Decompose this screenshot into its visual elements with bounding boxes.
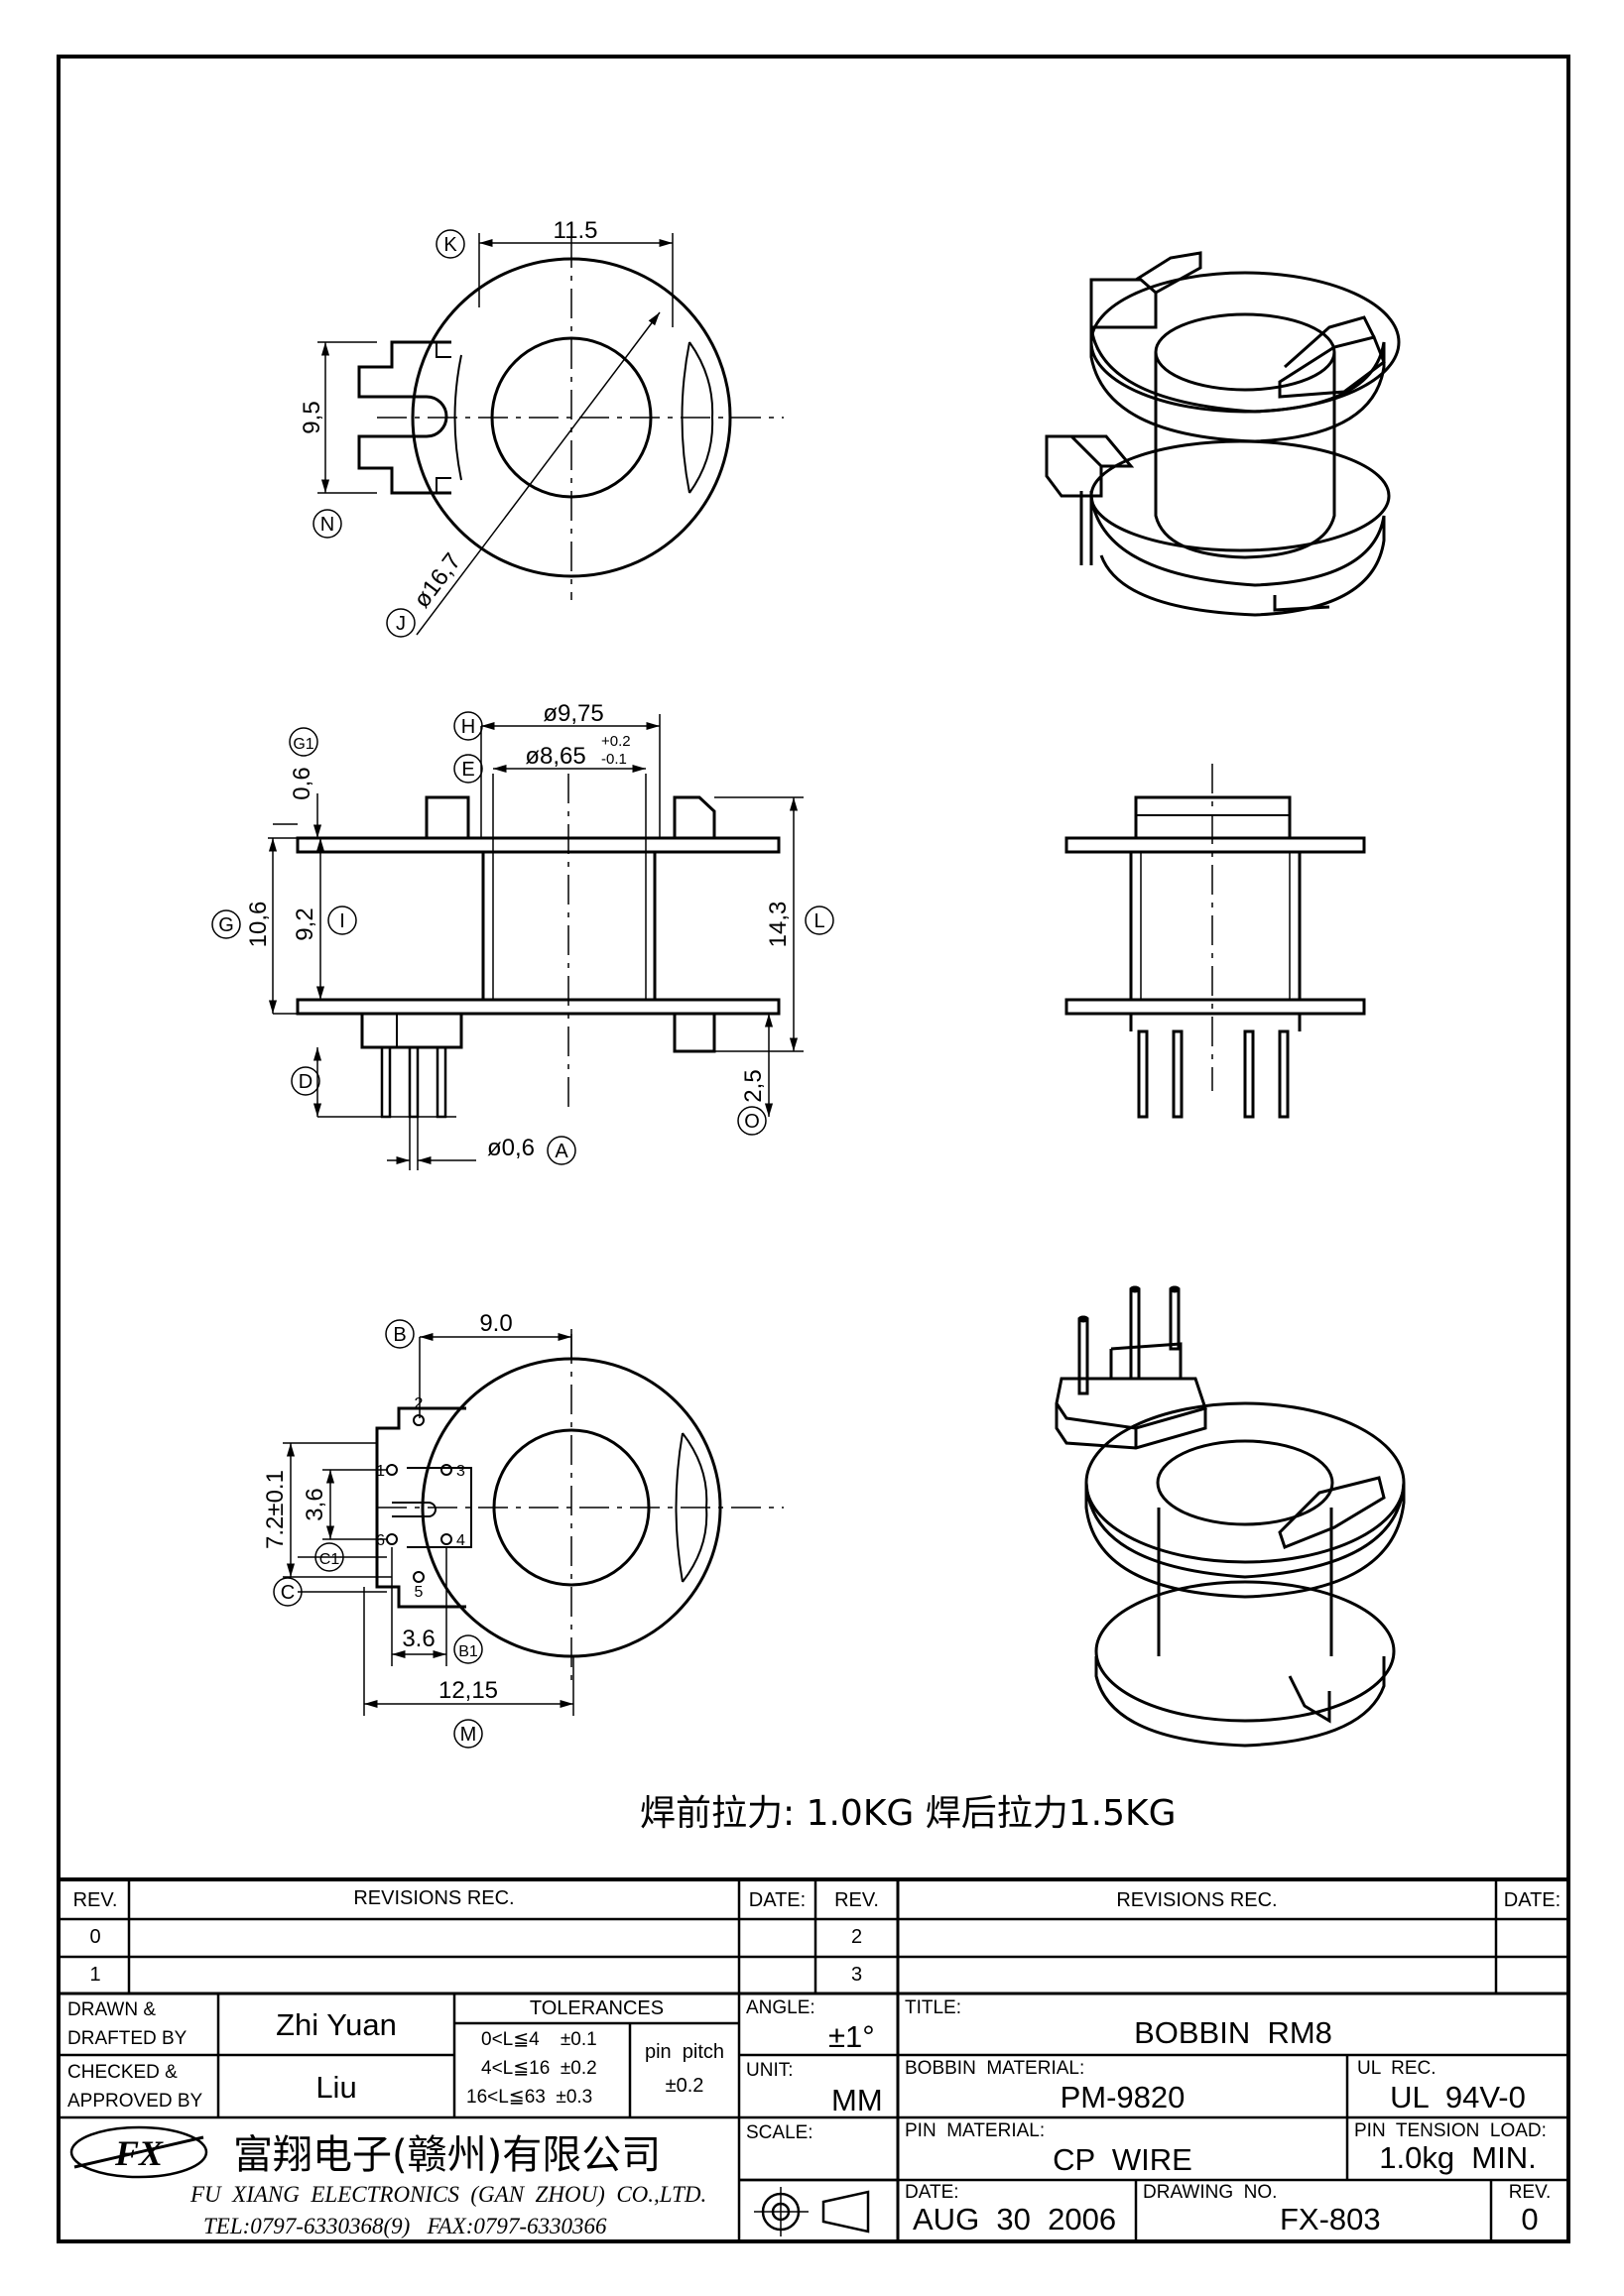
- top-height-dim: 9,5: [299, 401, 325, 433]
- iso-view-bottom: [1055, 1285, 1406, 1748]
- top-width-dim: 11.5: [554, 217, 598, 244]
- tag-o: O: [744, 1111, 760, 1133]
- tag-i: I: [339, 910, 345, 932]
- pin-1: 1: [376, 1463, 385, 1480]
- tag-k: K: [443, 234, 457, 256]
- tag-g: G: [218, 914, 234, 936]
- sheet-border: [57, 55, 1570, 2243]
- title-block-grid: [59, 1877, 1568, 2241]
- tag-e: E: [461, 759, 474, 781]
- iso-view-top: [1045, 251, 1401, 617]
- bottom-view: [273, 1319, 784, 1749]
- logo-mark: FX: [114, 2133, 164, 2173]
- tag-b: B: [393, 1324, 406, 1346]
- front-tol-up: +0.2: [601, 733, 631, 750]
- tag-c: C: [281, 1582, 295, 1604]
- front-pin-diameter: ø0,6: [487, 1135, 535, 1161]
- front-inner-diameter: ø8,65: [525, 743, 585, 770]
- tag-m: M: [460, 1724, 477, 1746]
- tag-g1: G1: [293, 736, 313, 753]
- front-inner-height: 9,2: [292, 907, 318, 940]
- tag-b1: B1: [458, 1643, 478, 1660]
- bottom-pitch-horizontal: 3.6: [402, 1626, 435, 1652]
- tension-note: 焊前拉力: 1.0KG 焊后拉力1.5KG: [640, 1793, 1177, 1834]
- pin-6: 6: [376, 1532, 385, 1549]
- bottom-width-dim: 9.0: [479, 1310, 512, 1337]
- pin-3: 3: [456, 1463, 465, 1480]
- pin-2: 2: [415, 1395, 424, 1412]
- company-logo: FX: [69, 2125, 208, 2179]
- front-total-height: 10,6: [245, 902, 272, 948]
- front-overall-height: 14,3: [765, 902, 792, 948]
- tag-c1: C1: [319, 1551, 340, 1568]
- bottom-pitch-dim: 3,6: [302, 1488, 328, 1520]
- front-flange-thickness: 0,6: [289, 767, 315, 799]
- front-view: [211, 711, 834, 1170]
- tag-l: L: [813, 910, 824, 932]
- pin-4: 4: [456, 1532, 465, 1549]
- tag-d: D: [299, 1071, 312, 1093]
- bottom-row-dim: 7.2±0.1: [262, 1470, 289, 1549]
- tag-j: J: [396, 613, 406, 635]
- pin-5: 5: [415, 1584, 424, 1601]
- front-outer-diameter: ø9,75: [543, 700, 603, 727]
- tag-a: A: [555, 1141, 568, 1162]
- front-pin-length: 2,5: [740, 1069, 767, 1102]
- front-tol-down: -0.1: [601, 751, 627, 768]
- top-view: [312, 229, 784, 638]
- side-view: [1064, 764, 1366, 1119]
- tag-n: N: [320, 514, 334, 536]
- tag-h: H: [461, 716, 475, 738]
- bottom-span-dim: 12,15: [438, 1677, 498, 1704]
